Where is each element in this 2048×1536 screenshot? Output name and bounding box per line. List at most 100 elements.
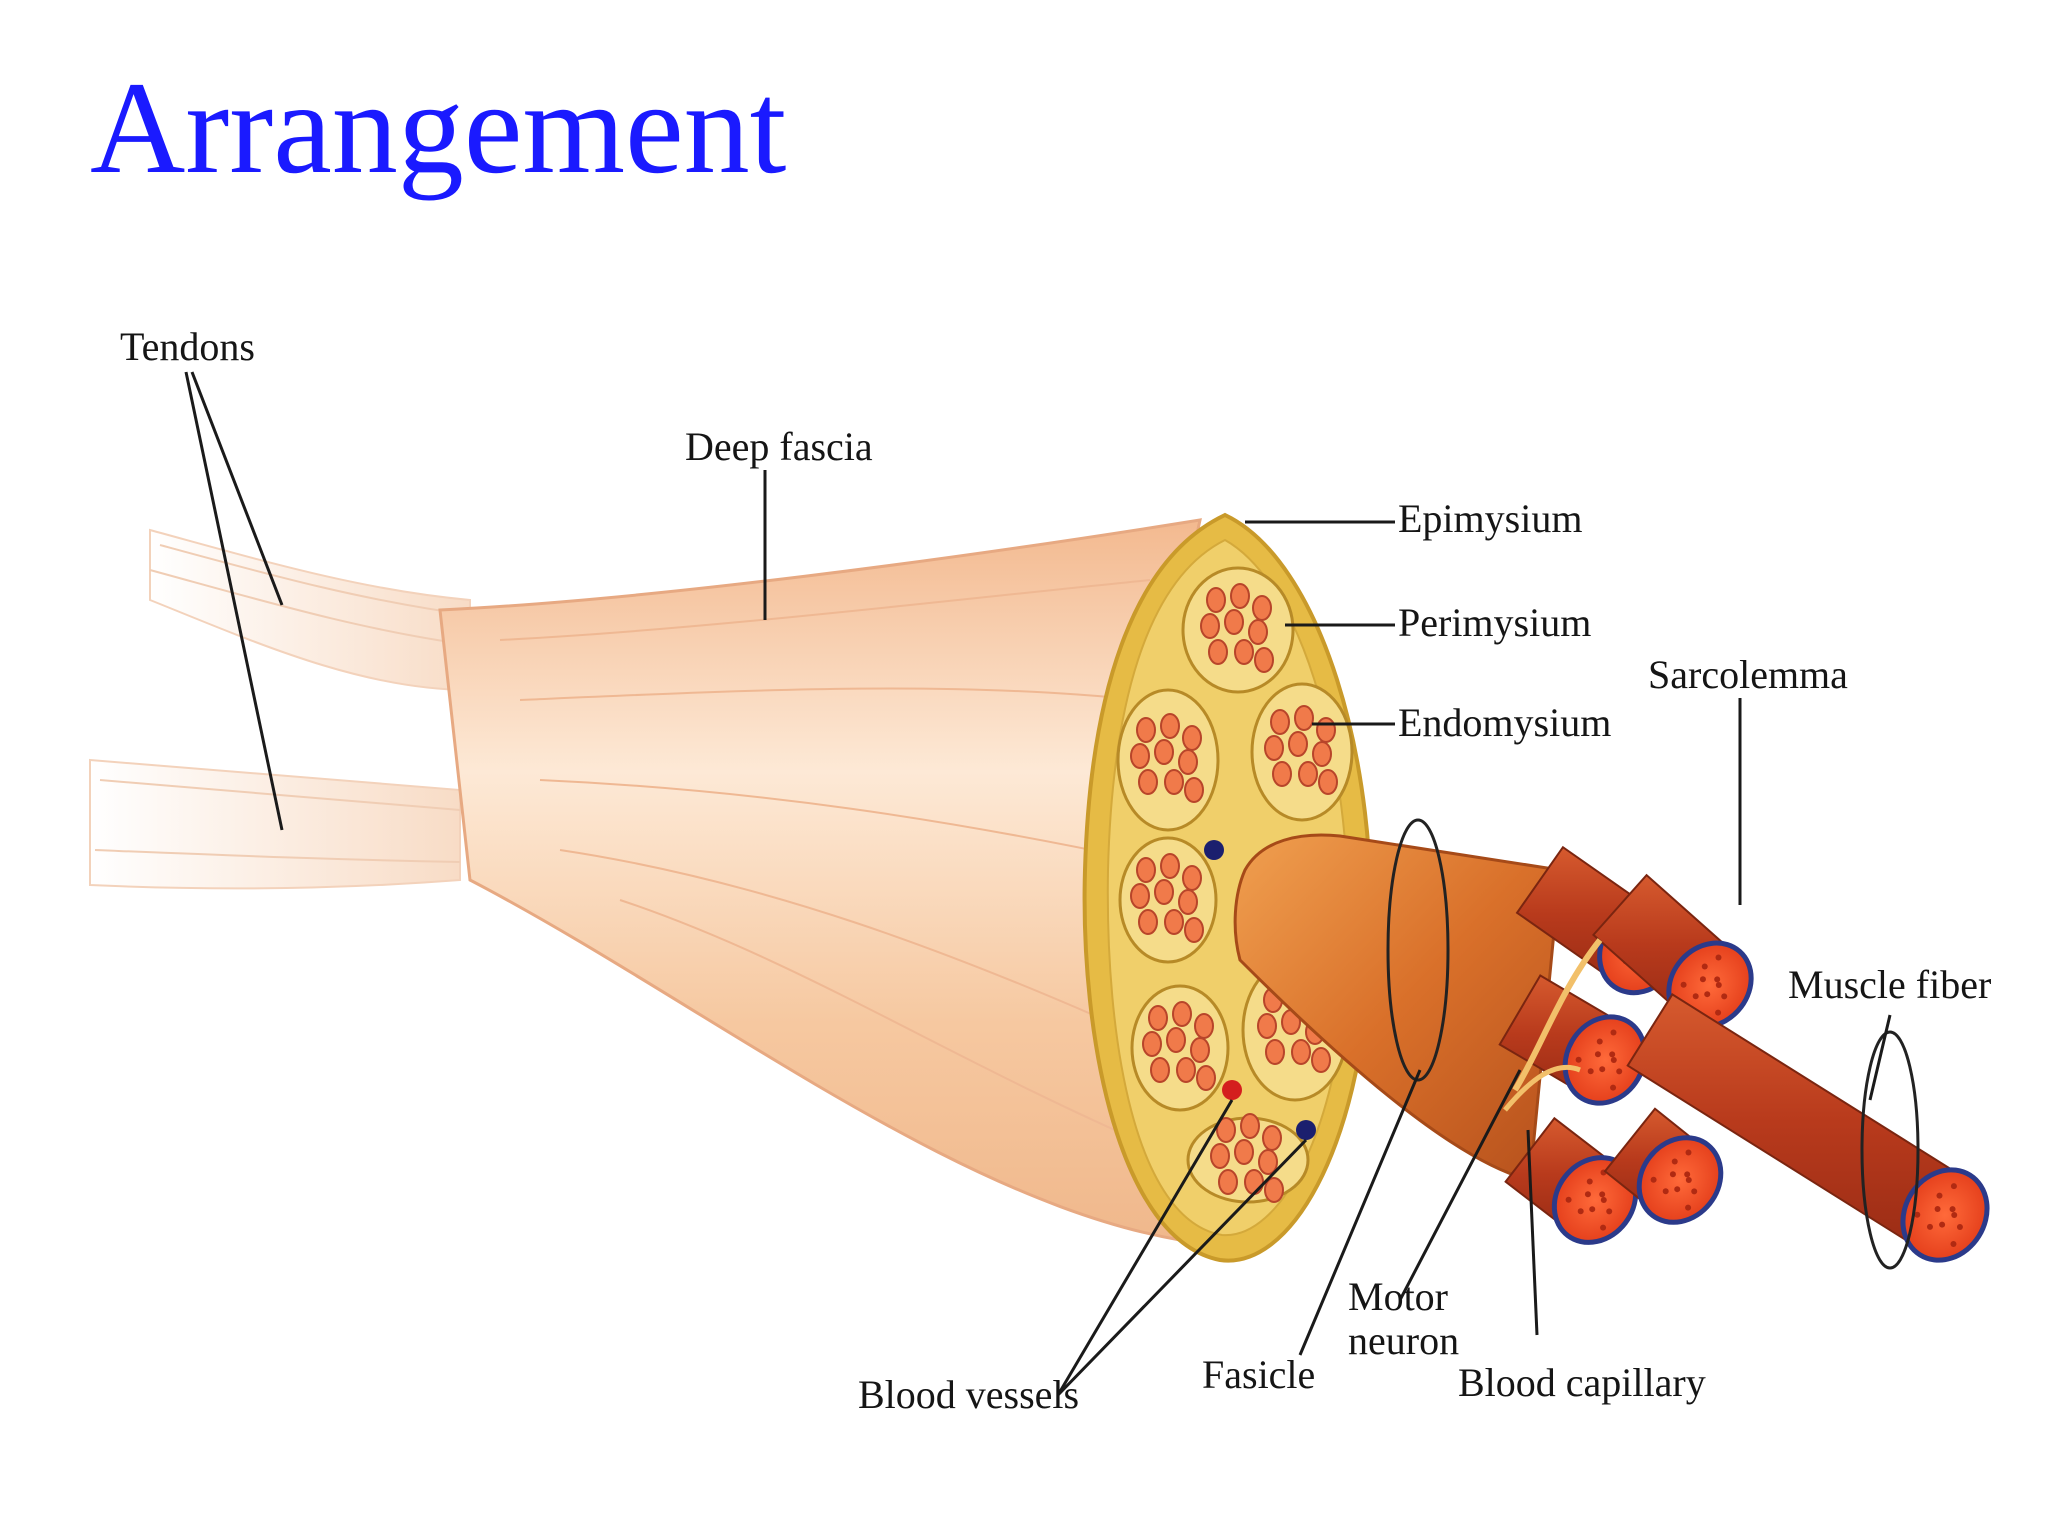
- fascicle-fiber: [1270, 709, 1290, 735]
- label-muscle-fiber: Muscle fiber: [1788, 962, 1991, 1007]
- fascicle-fiber: [1248, 619, 1268, 645]
- label-fasicle: Fasicle: [1202, 1352, 1315, 1397]
- fasicle-cone: [1233, 818, 1562, 1182]
- fascicle-fiber: [1264, 1177, 1284, 1203]
- fascicle-fiber: [1154, 739, 1174, 765]
- fascicle-fiber: [1160, 713, 1180, 739]
- myofibril-dot: [1699, 976, 1706, 983]
- myofibril-dot: [1610, 1057, 1617, 1063]
- myofibril-dot: [1715, 954, 1722, 961]
- label-blood-capillary: Blood capillary: [1458, 1360, 1706, 1405]
- blood-vessel-vein-lower: [1296, 1120, 1316, 1140]
- tendon-upper: [149, 528, 471, 692]
- myofibril-dot: [1715, 1009, 1722, 1016]
- myofibril-dot: [1609, 1051, 1616, 1058]
- myofibril-dot: [1926, 1223, 1933, 1230]
- myofibril-dot: [1685, 1204, 1692, 1211]
- fascicle-fiber: [1254, 647, 1274, 673]
- fascicle-fiber: [1172, 1001, 1192, 1027]
- fascicle-fiber: [1210, 1143, 1230, 1169]
- myofibril-dot: [1721, 993, 1728, 1000]
- slide-title: Arrangement: [90, 54, 787, 201]
- fascicle-fiber: [1234, 639, 1254, 665]
- fascicle-fiber: [1190, 1037, 1210, 1063]
- fascicle-fiber: [1224, 609, 1244, 635]
- label-motor-neuron-line1: Motor: [1348, 1274, 1448, 1319]
- fascicle-fiber: [1252, 595, 1272, 621]
- fascicle-fiber: [1160, 853, 1180, 879]
- fascicle-fiber: [1265, 1039, 1285, 1065]
- myofibril-dot: [1650, 1176, 1657, 1183]
- myofibril-dot: [1577, 1208, 1584, 1215]
- fascicle-fiber: [1166, 1027, 1186, 1053]
- fascicle-fiber: [1218, 1169, 1238, 1195]
- fascicle-fiber: [1244, 1169, 1264, 1195]
- myofibril-dot: [1715, 982, 1722, 988]
- myofibril-dot: [1701, 963, 1708, 970]
- fascicle-fiber: [1164, 769, 1184, 795]
- myofibril-dot: [1685, 1149, 1692, 1156]
- fascicle-fiber: [1272, 761, 1292, 787]
- fascicle-fiber: [1291, 1039, 1311, 1065]
- myofibril-dot: [1584, 1191, 1591, 1198]
- muscle-fiber-end: [1562, 1014, 1648, 1106]
- fascicle-fiber: [1312, 741, 1332, 767]
- motor-neuron: [1503, 938, 1603, 1112]
- myofibril-dot: [1565, 1196, 1572, 1203]
- myofibril-dot: [1949, 1206, 1956, 1213]
- fascicle-fiber: [1311, 1047, 1331, 1073]
- label-tendons: Tendons: [120, 324, 255, 369]
- myofibril-dot: [1575, 1056, 1582, 1063]
- fascicle-fiber: [1316, 717, 1336, 743]
- fascicle-fiber: [1150, 1057, 1170, 1083]
- myofibril-dot: [1594, 1051, 1601, 1058]
- myofibril-dot: [1599, 1191, 1606, 1198]
- myofibril-dot: [1951, 1212, 1958, 1218]
- myofibril-dot: [1680, 981, 1687, 988]
- myofibril-dot: [1714, 976, 1721, 983]
- label-perimysium: Perimysium: [1398, 600, 1591, 645]
- myofibril-dot: [1704, 991, 1711, 998]
- myofibril-dot: [1950, 1241, 1957, 1248]
- fascicle-fiber: [1234, 1139, 1254, 1165]
- fascicle-fiber: [1184, 917, 1204, 943]
- fascicle-fiber: [1136, 717, 1156, 743]
- myofibril-dot: [1610, 1084, 1617, 1091]
- myofibril-dot: [1662, 1188, 1669, 1195]
- label-deep-fascia: Deep fascia: [685, 424, 873, 469]
- fascicle-fiber: [1148, 1005, 1168, 1031]
- myofibril-dot: [1939, 1221, 1946, 1228]
- muscle-fiber-ring: [1860, 1030, 1920, 1270]
- myofibril-dot: [1956, 1223, 1963, 1230]
- myofibril-dot: [1616, 1068, 1623, 1075]
- myofibril-dot: [1671, 1158, 1678, 1165]
- fascicle-fiber: [1258, 1149, 1278, 1175]
- fascicle-fiber: [1142, 1031, 1162, 1057]
- leader-lines: [184, 371, 1892, 1397]
- muscle-fibers: [1498, 845, 1990, 1270]
- fascicle-fiber: [1184, 777, 1204, 803]
- myofibril-dot: [1587, 1068, 1594, 1075]
- muscle-fiber-end: [1900, 1167, 1990, 1263]
- myofibril-dot: [1600, 1224, 1607, 1231]
- fascicle-fiber: [1196, 1065, 1216, 1091]
- fascicle-fiber: [1178, 889, 1198, 915]
- label-endomysium: Endomysium: [1398, 700, 1611, 745]
- fascicle-fiber: [1257, 1013, 1277, 1039]
- fascicle-fiber: [1216, 1117, 1236, 1143]
- muscle-fiber-end: [1636, 1135, 1724, 1225]
- label-sarcolemma: Sarcolemma: [1648, 652, 1848, 697]
- myofibril-dot: [1599, 1066, 1606, 1073]
- fascicle-fiber: [1182, 725, 1202, 751]
- fascicle-fiber: [1288, 731, 1308, 757]
- fascicle-fiber: [1154, 879, 1174, 905]
- fascicle-fiber: [1136, 857, 1156, 883]
- fascicle-fiber: [1138, 909, 1158, 935]
- fascicle-fiber: [1208, 639, 1228, 665]
- myofibril-dot: [1589, 1206, 1596, 1213]
- fascicle-fiber: [1176, 1057, 1196, 1083]
- tendon-lower: [89, 758, 461, 890]
- fascicle-fiber: [1206, 587, 1226, 613]
- fascicle-fiber: [1264, 735, 1284, 761]
